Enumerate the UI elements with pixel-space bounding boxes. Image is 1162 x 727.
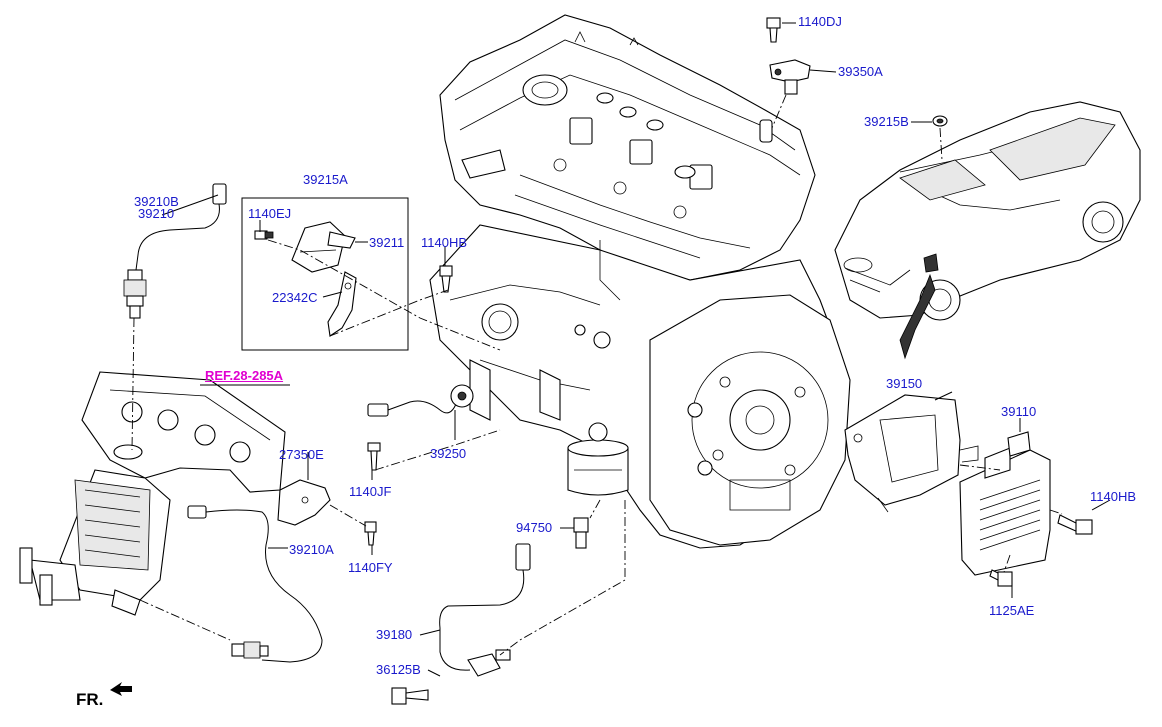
part-label-1140dj[interactable]: 1140DJ [798, 14, 842, 29]
part-label-39180[interactable]: 39180 [376, 627, 413, 642]
part-label-27350e[interactable]: 27350E [279, 447, 324, 462]
knock-sensor-drawing [367, 384, 474, 417]
grommet-drawing [932, 115, 948, 127]
reference-link-ref-28-285a[interactable]: REF.28-285A [205, 368, 284, 383]
part-label-36125b[interactable]: 36125B [376, 662, 421, 677]
part-label-39215b[interactable]: 39215B [864, 114, 909, 129]
bolt-36125b-drawing [391, 687, 429, 705]
assembly-lines [131, 94, 1063, 656]
part-label-1140hb-top[interactable]: 1140HB [421, 235, 468, 250]
part-label-39210b[interactable]: 39210B [134, 194, 179, 209]
part-label-39210a[interactable]: 39210A [289, 542, 334, 557]
part-label-39110[interactable]: 39110 [1001, 404, 1037, 419]
ecu-drawing [959, 431, 1093, 587]
engine-block-drawing [429, 14, 851, 549]
front-direction-label: FR. [76, 690, 104, 709]
bolt-1140hb-drawing [439, 265, 453, 293]
part-label-39150[interactable]: 39150 [886, 376, 923, 391]
part-label-1140jf[interactable]: 1140JF [349, 484, 392, 499]
crank-sensor-drawing [573, 517, 589, 549]
sensor-bracket-drawing [241, 197, 409, 351]
part-label-39210[interactable]: 39210 [138, 206, 175, 221]
camshaft-sensor-drawing [766, 17, 811, 95]
oxygen-sensor-downstream-drawing [187, 505, 323, 663]
part-label-1140ej[interactable]: 1140EJ [248, 206, 292, 221]
bracket-27350e-drawing [277, 479, 377, 546]
part-label-39215a[interactable]: 39215A [303, 172, 348, 187]
oxygen-sensor-upstream-drawing [123, 183, 227, 319]
part-label-39250[interactable]: 39250 [430, 446, 467, 461]
bolt-1140jf-drawing [367, 442, 381, 471]
front-direction-arrow-icon [110, 682, 132, 696]
leader-lines [161, 22, 1111, 677]
part-label-1140fy[interactable]: 1140FY [348, 560, 393, 575]
part-label-22342c[interactable]: 22342C [272, 290, 318, 305]
part-label-39350a[interactable]: 39350A [838, 64, 883, 79]
exhaust-manifold-drawing [19, 371, 286, 616]
part-label-1140hb-right[interactable]: 1140HB [1090, 489, 1137, 504]
part-label-94750[interactable]: 94750 [516, 520, 553, 535]
part-label-39211[interactable]: 39211 [369, 235, 405, 250]
sensor-39180-drawing [439, 543, 531, 677]
part-label-1125ae[interactable]: 1125AE [989, 603, 1035, 618]
ecu-bracket-drawing [844, 394, 979, 513]
vehicle-drawing [834, 101, 1141, 360]
